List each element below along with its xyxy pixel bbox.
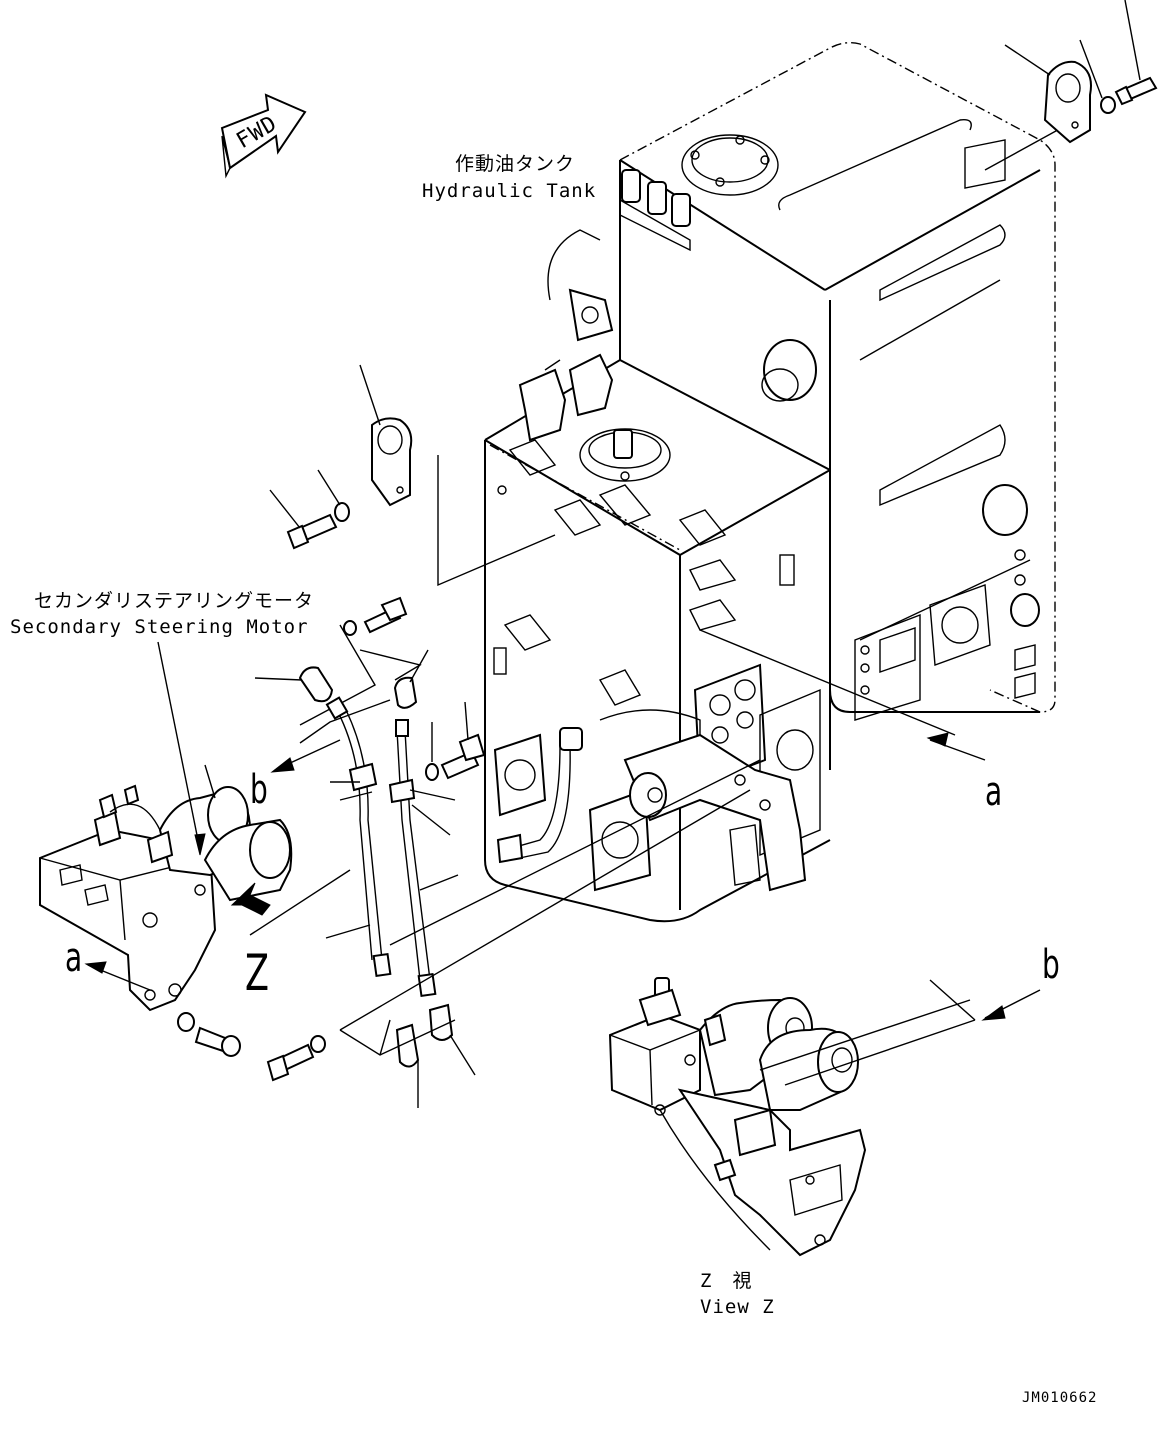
hydraulic-tank-label-jp: 作動油タンク <box>455 153 576 175</box>
view-z-assembly <box>608 977 1041 1257</box>
connection-leaders <box>249 699 761 1056</box>
fwd-arrow-icon <box>220 93 307 179</box>
hydraulic-tank-label-en: Hydraulic Tank <box>422 180 597 202</box>
view-label-en: View Z <box>700 1296 775 1318</box>
drawing-code: JM010662 <box>1022 1390 1098 1406</box>
ref-label-b-right: b <box>1042 942 1060 988</box>
ref-label-b-left: b <box>250 767 268 813</box>
bracket-middle <box>269 364 413 550</box>
view-ref-z: Z <box>245 944 269 1002</box>
ref-label-a-left: a <box>65 935 83 981</box>
hydraulic-tank <box>484 41 1056 923</box>
ref-arrow-a-right <box>926 732 986 761</box>
elbow-fittings <box>254 596 486 1108</box>
hoses <box>325 696 459 998</box>
motor-label-jp: セカンダリステアリングモータ <box>34 590 315 612</box>
bracket-top-right <box>1004 0 1158 144</box>
view-label-jp: Z 視 <box>700 1270 753 1292</box>
motor-label-en: Secondary Steering Motor <box>10 616 309 638</box>
ref-label-a-right: a <box>985 769 1003 815</box>
secondary-steering-motor <box>39 641 341 1082</box>
